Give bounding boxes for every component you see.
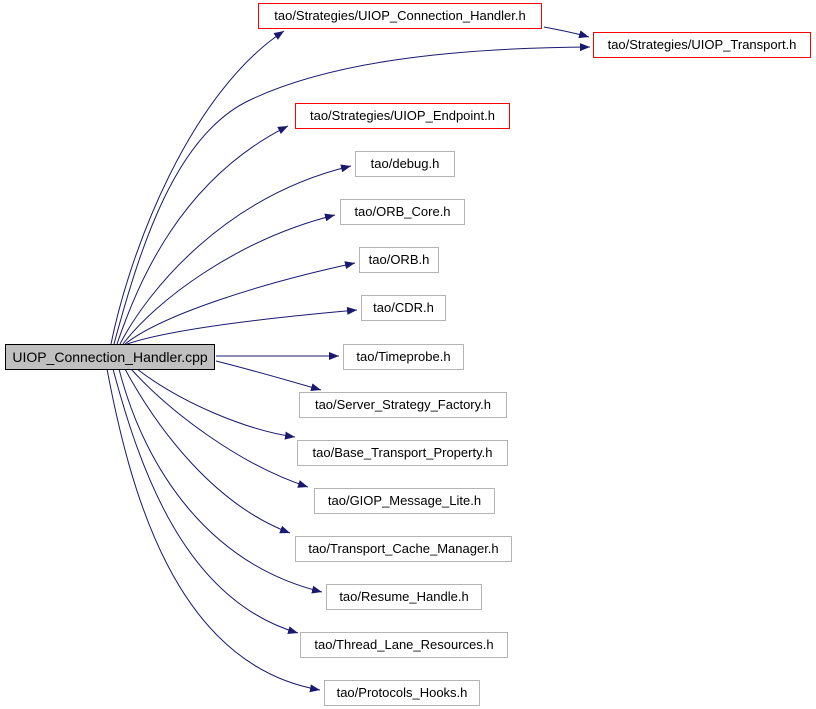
edge-cpp-to-orb-h <box>124 261 356 345</box>
node-uiop-endpoint-h[interactable]: tao/Strategies/UIOP_Endpoint.h <box>295 103 510 129</box>
node-uiop-connection-handler-h[interactable]: tao/Strategies/UIOP_Connection_Handler.h <box>258 3 542 29</box>
node-base-transport-property-h[interactable]: tao/Base_Transport_Property.h <box>297 440 508 466</box>
node-cdr-h[interactable]: tao/CDR.h <box>361 295 446 321</box>
node-orb-h[interactable]: tao/ORB.h <box>359 247 439 273</box>
edge-cpp-to-uiop-connection-handler-h <box>110 30 285 345</box>
edge-cpp-to-cdr-h <box>126 306 358 345</box>
node-uiop-connection-handler-cpp: UIOP_Connection_Handler.cpp <box>5 344 215 370</box>
edge-cpp-to-debug-h <box>119 164 352 345</box>
edge-cpp-to-transport-cache-manager-h <box>124 368 291 534</box>
node-thread-lane-resources-h[interactable]: tao/Thread_Lane_Resources.h <box>300 632 508 658</box>
node-orb-core-h[interactable]: tao/ORB_Core.h <box>340 199 465 225</box>
edge-cpp-to-giop-message-lite-h <box>130 368 309 488</box>
edge-cpp-to-orb-core-h <box>122 213 336 345</box>
edge-cpp-to-server-strategy-factory-h <box>215 360 322 392</box>
node-transport-cache-manager-h[interactable]: tao/Transport_Cache_Manager.h <box>295 536 512 562</box>
edge-cpp-to-uiop-endpoint-h <box>116 125 289 345</box>
edge-cpp-to-base-transport-property-h <box>136 368 296 440</box>
node-resume-handle-h[interactable]: tao/Resume_Handle.h <box>326 584 482 610</box>
edge-cpp-to-uiop-transport-h <box>113 43 591 345</box>
node-timeprobe-h[interactable]: tao/Timeprobe.h <box>343 344 464 370</box>
edge-uiop-connection-handler-h-to-uiop-transport-h <box>543 26 590 39</box>
node-uiop-transport-h[interactable]: tao/Strategies/UIOP_Transport.h <box>593 32 811 58</box>
edge-cpp-to-protocols-hooks-h <box>106 368 321 693</box>
node-debug-h[interactable]: tao/debug.h <box>355 151 455 177</box>
node-protocols-hooks-h[interactable]: tao/Protocols_Hooks.h <box>324 680 480 706</box>
node-giop-message-lite-h[interactable]: tao/GIOP_Message_Lite.h <box>314 488 495 514</box>
node-server-strategy-factory-h[interactable]: tao/Server_Strategy_Factory.h <box>299 392 507 418</box>
edge-cpp-to-resume-handle-h <box>118 368 323 594</box>
edge-cpp-to-thread-lane-resources-h <box>112 368 299 635</box>
